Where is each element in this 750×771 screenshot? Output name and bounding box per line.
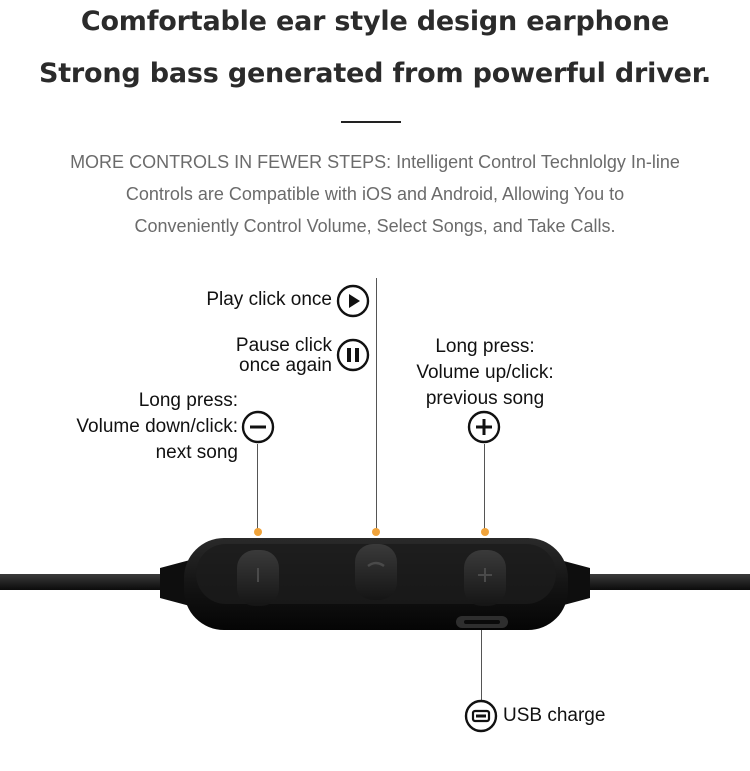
usb-leader-line: [481, 628, 482, 700]
plus-label: Long press: Volume up/click: previous so…: [390, 334, 580, 412]
pause-icon: [336, 338, 370, 372]
minus-icon: [241, 410, 275, 444]
headline-line-1: Comfortable ear style design earphone: [80, 6, 670, 37]
pause-label-line-1: Pause click: [235, 335, 332, 356]
plus-leader-line: [484, 444, 485, 530]
inline-remote-device: [0, 538, 750, 630]
plus-label-line-2: Volume up/click:: [416, 362, 554, 383]
usb-port-icon: [464, 699, 498, 733]
usb-label: USB charge: [503, 705, 606, 726]
minus-label: Long press: Volume down/click: next song: [30, 388, 238, 466]
play-pause-leader-line: [376, 278, 377, 530]
plus-icon: [467, 410, 501, 444]
description-line-3: Conveniently Control Volume, Select Song…: [134, 216, 616, 236]
pause-label-line-2: once again: [239, 355, 332, 376]
plus-button-marker: [481, 528, 489, 536]
description: MORE CONTROLS IN FEWER STEPS: Intelligen…: [25, 146, 725, 242]
description-line-1: MORE CONTROLS IN FEWER STEPS: Intelligen…: [70, 152, 680, 172]
minus-label-line-2: Volume down/click:: [76, 416, 238, 437]
minus-label-line-3: next song: [155, 442, 238, 463]
plus-label-line-1: Long press:: [435, 336, 535, 357]
call-button-marker: [372, 528, 380, 536]
headline-line-2: Strong bass generated from powerful driv…: [38, 58, 712, 89]
minus-label-line-1: Long press:: [138, 390, 238, 411]
description-line-2: Controls are Compatible with iOS and And…: [125, 184, 625, 204]
play-icon: [336, 284, 370, 318]
minus-leader-line: [257, 444, 258, 530]
pause-label: Pause click once again: [150, 336, 332, 376]
minus-button-marker: [254, 528, 262, 536]
title-divider: [341, 121, 401, 123]
plus-label-line-3: previous song: [425, 388, 545, 409]
play-label: Play click once: [206, 289, 332, 310]
